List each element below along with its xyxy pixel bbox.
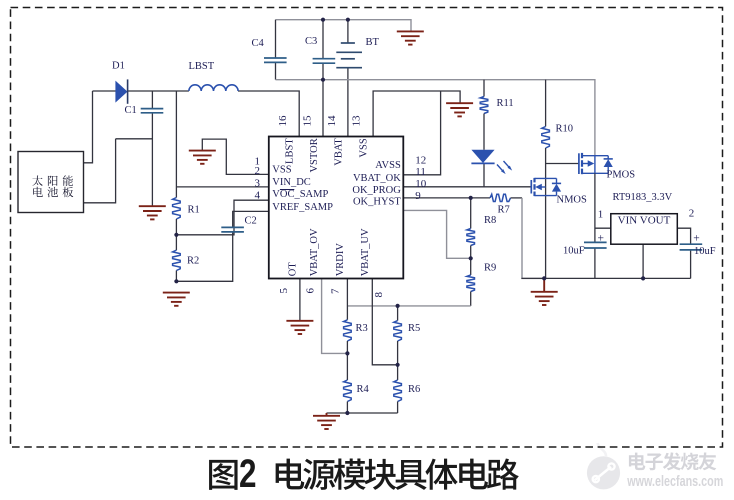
- svg-text:C4: C4: [252, 38, 265, 49]
- svg-text:VBAT_OV: VBAT_OV: [309, 228, 320, 276]
- svg-text:2: 2: [255, 165, 261, 177]
- svg-text:VRDIV: VRDIV: [335, 243, 346, 277]
- svg-text:+: +: [693, 233, 700, 245]
- svg-text:VSTOR: VSTOR: [309, 138, 320, 172]
- svg-text:4: 4: [255, 189, 261, 201]
- svg-text:R10: R10: [556, 124, 574, 135]
- svg-text:R8: R8: [484, 215, 496, 226]
- svg-text:VIN_DC: VIN_DC: [272, 177, 311, 188]
- svg-text:LBST: LBST: [285, 138, 296, 164]
- svg-text:C2: C2: [245, 216, 257, 227]
- svg-text:14: 14: [326, 115, 338, 127]
- svg-text:6: 6: [305, 288, 317, 294]
- svg-text:R11: R11: [497, 98, 514, 109]
- svg-text:R7: R7: [498, 205, 510, 216]
- svg-text:D1: D1: [112, 61, 125, 72]
- svg-text:VIN VOUT: VIN VOUT: [618, 215, 671, 227]
- svg-text:C1: C1: [125, 105, 137, 116]
- svg-text:5: 5: [278, 288, 290, 294]
- svg-text:R6: R6: [408, 384, 420, 395]
- svg-text:VBAT_OK: VBAT_OK: [353, 173, 401, 184]
- svg-text:11: 11: [415, 166, 426, 178]
- svg-text:C3: C3: [305, 36, 317, 47]
- svg-text:3: 3: [255, 178, 261, 190]
- svg-text:R4: R4: [357, 384, 370, 395]
- svg-text:VSS: VSS: [359, 138, 370, 157]
- svg-text:16: 16: [277, 115, 289, 127]
- svg-text:2: 2: [689, 208, 695, 220]
- svg-text:10: 10: [415, 178, 427, 190]
- svg-text:7: 7: [330, 288, 342, 294]
- svg-text:VBAT_UV: VBAT_UV: [360, 228, 371, 276]
- svg-text:8: 8: [373, 292, 385, 298]
- svg-text:2: 2: [239, 452, 257, 496]
- svg-text:9: 9: [415, 190, 421, 202]
- svg-text:VSS: VSS: [272, 164, 291, 175]
- svg-text:13: 13: [350, 115, 362, 127]
- svg-text:R3: R3: [356, 323, 368, 334]
- svg-text:R2: R2: [187, 256, 199, 267]
- svg-text:VREF_SAMP: VREF_SAMP: [272, 202, 333, 213]
- svg-text:OK_PROG: OK_PROG: [352, 185, 401, 196]
- svg-text:NMOS: NMOS: [557, 195, 588, 206]
- svg-text:AVSS: AVSS: [375, 160, 401, 171]
- svg-text:VBAT: VBAT: [333, 138, 344, 166]
- svg-text:BT: BT: [366, 37, 380, 48]
- svg-text:12: 12: [415, 154, 426, 166]
- svg-text:R5: R5: [408, 323, 420, 334]
- svg-text:www.elecfans.com: www.elecfans.com: [627, 474, 724, 490]
- svg-text:R9: R9: [484, 263, 496, 274]
- svg-text:1: 1: [598, 209, 604, 221]
- svg-text:1: 1: [255, 156, 261, 168]
- svg-text:10uF: 10uF: [694, 246, 716, 257]
- svg-text:www.elecfans.com: www.elecfans.com: [627, 475, 724, 491]
- svg-text:15: 15: [301, 115, 313, 127]
- svg-text:RT9183_3.3V: RT9183_3.3V: [613, 192, 673, 203]
- svg-text:OK_HYST: OK_HYST: [353, 197, 401, 208]
- svg-text:PMOS: PMOS: [607, 170, 636, 181]
- svg-text:10uF: 10uF: [563, 246, 585, 257]
- svg-text:OT: OT: [287, 262, 298, 277]
- svg-text:VOC_SAMP: VOC_SAMP: [272, 189, 328, 200]
- svg-text:LBST: LBST: [189, 61, 215, 72]
- svg-text:+: +: [598, 233, 605, 245]
- svg-text:R1: R1: [188, 205, 200, 216]
